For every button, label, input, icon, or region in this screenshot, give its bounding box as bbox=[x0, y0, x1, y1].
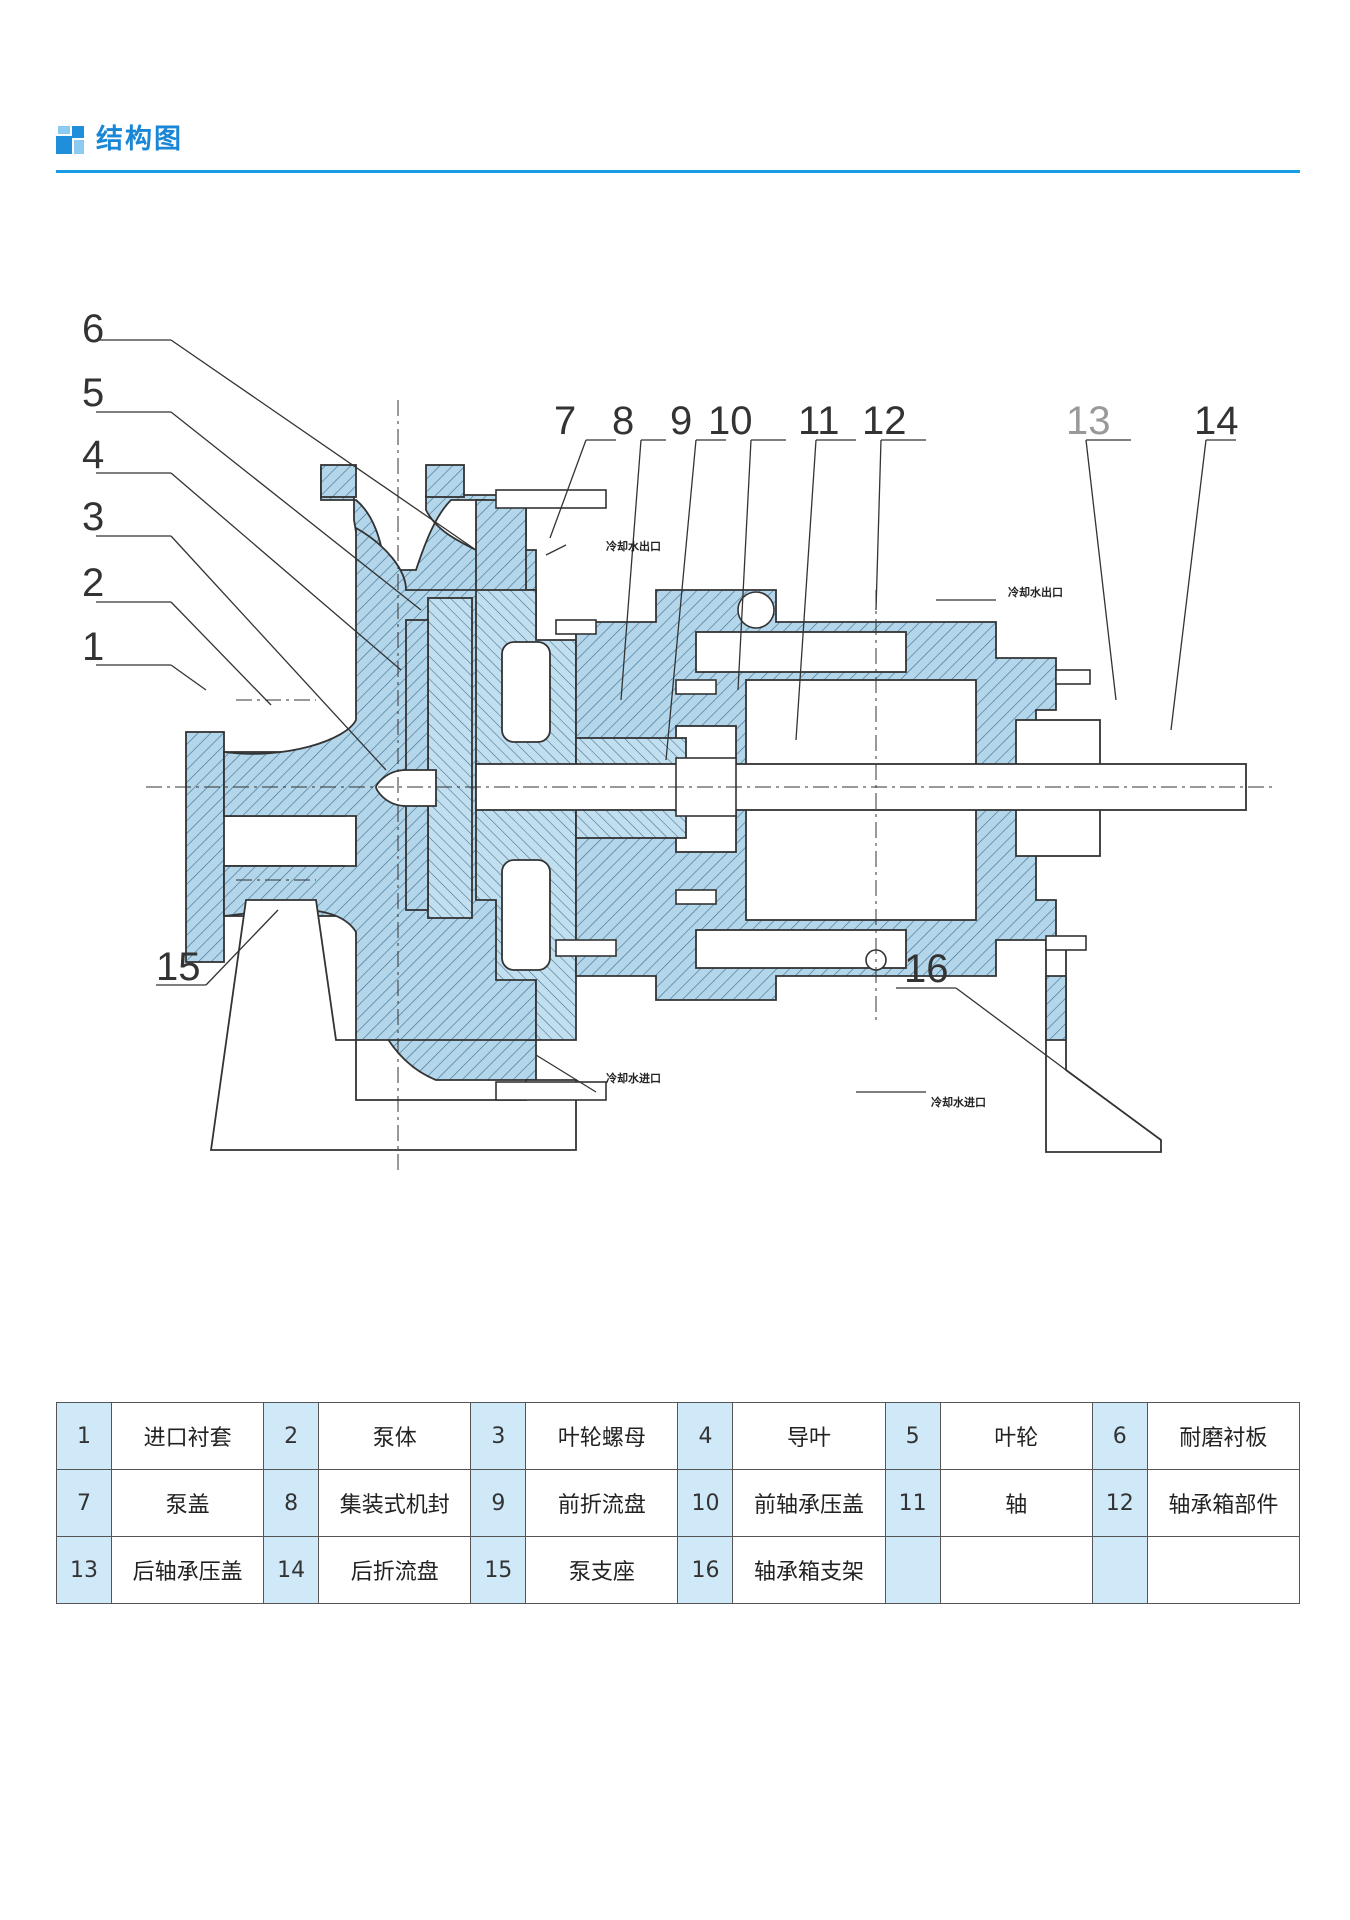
part-name: 集装式机封 bbox=[318, 1469, 472, 1537]
part-name: 进口衬套 bbox=[110, 1402, 265, 1470]
lifting-eye bbox=[737, 591, 775, 629]
part-number: 8 bbox=[263, 1469, 320, 1537]
part-number: 3 bbox=[470, 1402, 527, 1470]
pump-cross-section-drawing: 6 5 4 3 2 1 7 8 9 10 11 12 13 14 15 16 冷… bbox=[82, 307, 1276, 1170]
cooling-water-outlet-label: 冷却水出口 bbox=[606, 539, 661, 553]
inlet-flange bbox=[185, 731, 225, 963]
callout-5: 5 bbox=[82, 371, 104, 415]
callout-14: 14 bbox=[1194, 399, 1239, 443]
part-number: 1 bbox=[56, 1402, 112, 1470]
part-number: 13 bbox=[56, 1536, 112, 1604]
part-number: 10 bbox=[677, 1469, 734, 1537]
bearing-bracket-support bbox=[1045, 939, 1162, 1153]
part-name: 泵体 bbox=[318, 1402, 472, 1470]
part-number: 12 bbox=[1091, 1469, 1148, 1537]
bolt bbox=[555, 939, 617, 957]
table-row: 13 后轴承压盖 14 后折流盘 15 泵支座 16 轴承箱支架 bbox=[56, 1536, 1301, 1604]
callout-7: 7 bbox=[554, 399, 576, 443]
part-number bbox=[884, 1536, 941, 1604]
part-number: 5 bbox=[884, 1402, 941, 1470]
section-header: 结构图 bbox=[56, 120, 1300, 176]
part-name: 泵盖 bbox=[110, 1469, 265, 1537]
callout-labels: 6 5 4 3 2 1 7 8 9 10 11 12 13 14 15 16 bbox=[82, 307, 1239, 991]
guide-vane bbox=[405, 619, 429, 911]
part-name bbox=[939, 1536, 1093, 1604]
bolt bbox=[675, 679, 717, 695]
pump-structure-diagram: 6 5 4 3 2 1 7 8 9 10 11 12 13 14 15 16 冷… bbox=[56, 307, 1300, 1280]
part-number: 7 bbox=[56, 1469, 112, 1537]
part-name: 叶轮螺母 bbox=[525, 1402, 679, 1470]
part-name: 耐磨衬板 bbox=[1146, 1402, 1301, 1470]
callout-12: 12 bbox=[862, 399, 907, 443]
cooling-water-inlet-label: 冷却水进口 bbox=[606, 1071, 661, 1085]
callout-11: 11 bbox=[798, 399, 840, 443]
part-name: 泵支座 bbox=[525, 1536, 679, 1604]
part-number: 11 bbox=[884, 1469, 941, 1537]
discharge-flange-left bbox=[320, 464, 357, 498]
bolt bbox=[1055, 669, 1091, 685]
callout-8: 8 bbox=[612, 399, 634, 443]
part-name: 轴承箱支架 bbox=[732, 1536, 886, 1604]
table-row: 1 进口衬套 2 泵体 3 叶轮螺母 4 导叶 5 叶轮 6 耐磨衬板 bbox=[56, 1402, 1301, 1470]
page-title: 结构图 bbox=[96, 124, 183, 155]
part-number: 4 bbox=[677, 1402, 734, 1470]
callout-10: 10 bbox=[708, 399, 753, 443]
cooling-water-inlet-label: 冷却水进口 bbox=[931, 1095, 986, 1109]
part-number: 6 bbox=[1091, 1402, 1148, 1470]
part-number: 16 bbox=[677, 1536, 734, 1604]
part-number: 2 bbox=[263, 1402, 320, 1470]
part-name bbox=[1146, 1536, 1301, 1604]
callout-13: 13 bbox=[1066, 399, 1111, 443]
part-name: 轴承箱部件 bbox=[1146, 1469, 1301, 1537]
callout-2: 2 bbox=[82, 561, 104, 605]
parts-table: 1 进口衬套 2 泵体 3 叶轮螺母 4 导叶 5 叶轮 6 耐磨衬板 7 泵盖… bbox=[56, 1402, 1301, 1604]
callout-3: 3 bbox=[82, 495, 104, 539]
bolt bbox=[495, 1081, 607, 1101]
pump-cover bbox=[475, 589, 577, 1041]
part-name: 后轴承压盖 bbox=[110, 1536, 265, 1604]
callout-1: 1 bbox=[82, 625, 104, 669]
bolt bbox=[555, 619, 597, 635]
pump-cover-pocket bbox=[501, 641, 551, 743]
callout-6: 6 bbox=[82, 307, 104, 351]
cooling-water-outlet-label: 冷却水出口 bbox=[1008, 585, 1063, 599]
part-name: 后折流盘 bbox=[318, 1536, 472, 1604]
callout-4: 4 bbox=[82, 433, 104, 477]
callout-16: 16 bbox=[904, 947, 949, 991]
impeller bbox=[427, 597, 473, 919]
table-row: 7 泵盖 8 集装式机封 9 前折流盘 10 前轴承压盖 11 轴 12 轴承箱… bbox=[56, 1469, 1301, 1537]
header-divider bbox=[56, 170, 1300, 173]
part-number: 14 bbox=[263, 1536, 320, 1604]
bolt bbox=[495, 489, 607, 509]
part-number bbox=[1091, 1536, 1148, 1604]
pump-cover-pocket-lower bbox=[501, 859, 551, 971]
part-name: 前轴承压盖 bbox=[732, 1469, 886, 1537]
bolt bbox=[1045, 935, 1087, 951]
part-name: 前折流盘 bbox=[525, 1469, 679, 1537]
discharge-flange-right bbox=[425, 464, 465, 498]
part-number: 9 bbox=[470, 1469, 527, 1537]
callout-9: 9 bbox=[670, 399, 692, 443]
callout-15: 15 bbox=[156, 945, 201, 989]
section-square-icon bbox=[56, 126, 84, 154]
part-number: 15 bbox=[470, 1536, 527, 1604]
part-name: 轴 bbox=[939, 1469, 1093, 1537]
bolt bbox=[675, 889, 717, 905]
impeller-nut bbox=[375, 769, 437, 807]
part-name: 导叶 bbox=[732, 1402, 886, 1470]
part-name: 叶轮 bbox=[939, 1402, 1093, 1470]
